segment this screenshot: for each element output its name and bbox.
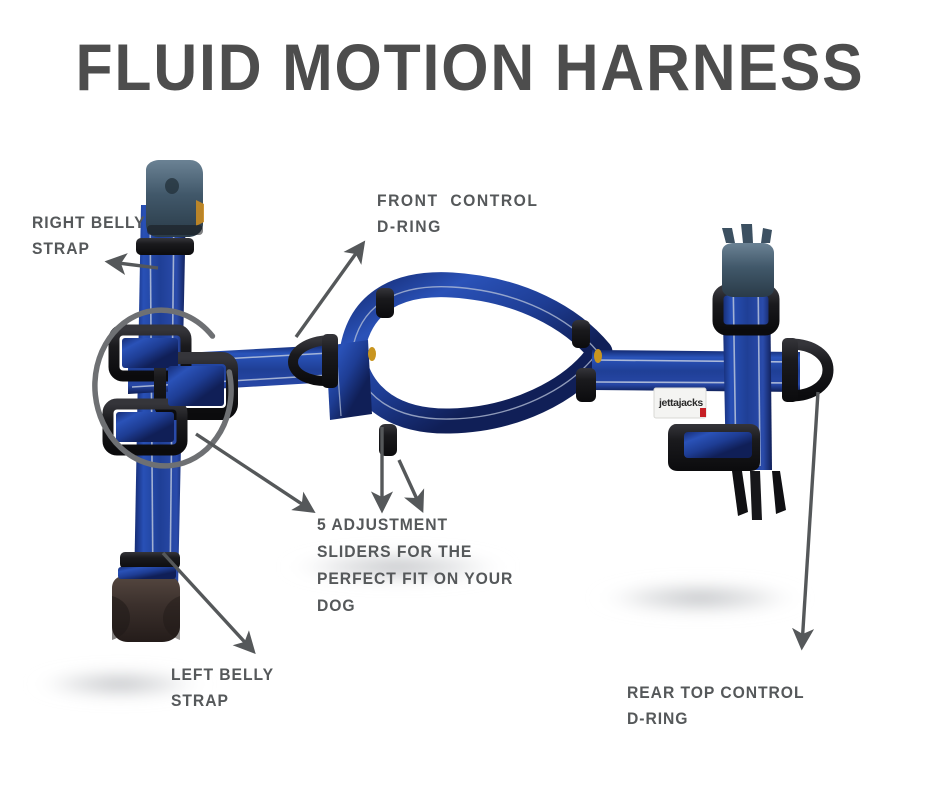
callout-label-front-control-d-ring: FRONT CONTROL D-RING <box>377 192 539 236</box>
brand-tag: jettajacks <box>653 387 707 419</box>
bottom-right-male-buckle <box>668 424 786 520</box>
top-left-side-release-buckle <box>146 160 204 237</box>
callout-label-right-belly-strap: RIGHT BELLY STRAP <box>32 214 146 258</box>
strap-keeper-loop-top-left <box>136 238 194 255</box>
chest-loop-slider-right <box>572 320 596 402</box>
product-shadow <box>28 548 810 701</box>
svg-text:jettajacks: jettajacks <box>658 397 703 409</box>
front-control-d-ring <box>288 334 338 388</box>
chest-loop-slider-left <box>376 288 397 456</box>
callout-label-left-belly-strap: LEFT BELLY STRAP <box>171 666 274 710</box>
page-title: FLUID MOTION HARNESS <box>75 30 865 104</box>
rear-top-control-d-ring <box>782 338 834 402</box>
callout-label-adjustment-sliders: 5 ADJUSTMENT SLIDERS FOR THE PERFECT FIT… <box>317 516 514 615</box>
top-right-side-release-buckle <box>722 224 774 297</box>
callout-label-rear-top-control-d-ring: REAR TOP CONTROL D-RING <box>627 684 805 728</box>
brass-rivet <box>368 347 602 363</box>
bottom-left-side-release-buckle <box>112 552 180 642</box>
